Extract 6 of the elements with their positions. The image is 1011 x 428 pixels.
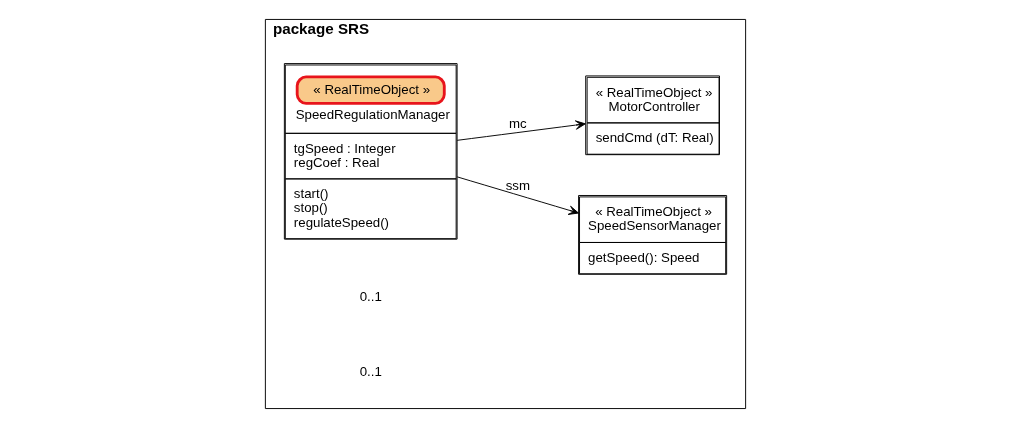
- arrow: [456, 120, 586, 141]
- edge-label: mc: [508, 115, 527, 131]
- arrow: [456, 176, 579, 215]
- edge-label: ssm: [505, 177, 530, 193]
- label: 0..1: [359, 289, 382, 305]
- label: 0..1: [359, 364, 382, 379]
